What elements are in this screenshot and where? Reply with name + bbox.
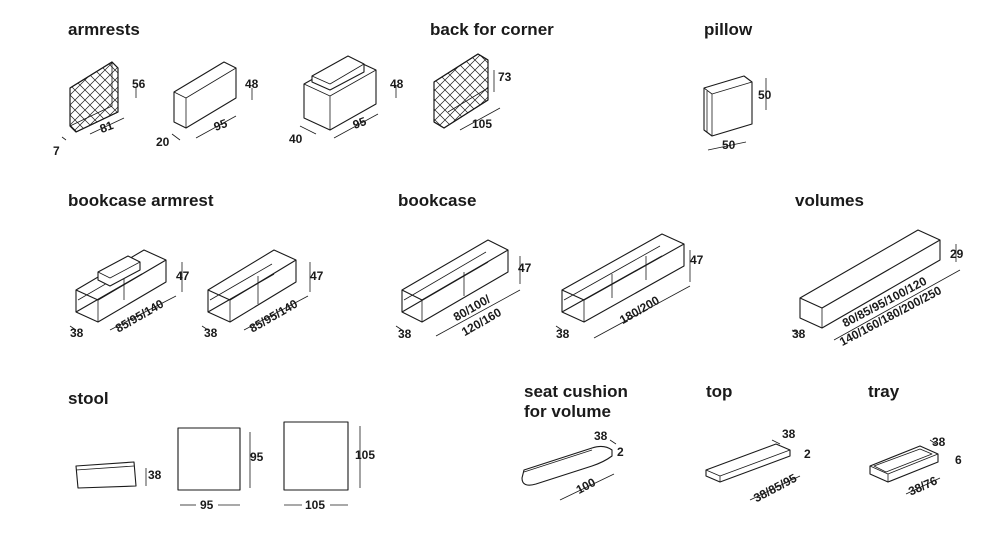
dim-stool2-width: 95: [200, 498, 214, 512]
dim-back-corner-width: 105: [472, 117, 493, 131]
dim-armrest1-depth: 7: [53, 144, 60, 158]
volumes-drawing: [791, 229, 961, 341]
dim-top-height: 2: [804, 447, 811, 461]
armrest-cushion-drawing: [299, 55, 397, 139]
armrests-title: armrests: [68, 20, 140, 39]
bookcase-armrest-2-drawing: [201, 249, 311, 331]
dim-top-depth: 38: [782, 427, 796, 441]
tray-drawing: [869, 439, 941, 495]
bookcase-2-drawing: [555, 233, 691, 339]
dim-stool2-height: 95: [250, 450, 264, 464]
dim-seat-cushion-depth: 38: [594, 429, 608, 443]
seat-cushion-drawing: [521, 439, 617, 501]
bookcase-1-drawing: [395, 239, 521, 337]
dim-bookcase-armrest2-depth: 38: [204, 326, 218, 340]
bookcase-title: bookcase: [398, 191, 477, 210]
stool-title: stool: [68, 389, 109, 408]
dim-bookcase2-height: 47: [690, 253, 704, 267]
dim-tray-height: 6: [955, 453, 962, 467]
armrest-slim-drawing: [171, 61, 253, 141]
stool-side-drawing: [75, 461, 147, 489]
dim-bookcase1-height: 47: [518, 261, 532, 275]
dim-armrest2-height: 48: [245, 77, 259, 91]
seat-cushion-title-line2: for volume: [524, 402, 611, 421]
pillow-title: pillow: [704, 20, 753, 39]
dim-bookcase-armrest1-height: 47: [176, 269, 190, 283]
dim-bookcase1-depth: 38: [398, 327, 412, 341]
back-corner-title: back for corner: [430, 20, 554, 39]
seat-cushion-title-line1: seat cushion: [524, 382, 628, 401]
dim-volumes-height: 29: [950, 247, 964, 261]
dim-armrest1-height: 56: [132, 77, 146, 91]
stool-105-drawing: [283, 421, 361, 506]
top-drawing: [705, 439, 801, 501]
dim-seat-cushion-height: 2: [617, 445, 624, 459]
dim-stool1-height: 38: [148, 468, 162, 482]
dim-armrest3-height: 48: [390, 77, 404, 91]
dim-tray-depth: 38: [932, 435, 946, 449]
pillow-drawing: [703, 75, 767, 151]
dim-stool3-width: 105: [305, 498, 326, 512]
tray-title: tray: [868, 382, 900, 401]
dim-bookcase-armrest2-height: 47: [310, 269, 324, 283]
dim-bookcase-armrest1-depth: 38: [70, 326, 84, 340]
dim-bookcase2-depth: 38: [556, 327, 570, 341]
back-corner-drawing: [433, 53, 501, 131]
top-title: top: [706, 382, 733, 401]
bookcase-armrest-1-drawing: [69, 249, 183, 331]
dim-back-corner-height: 73: [498, 70, 512, 84]
dim-armrest3-depth: 40: [289, 132, 303, 146]
dim-pillow-width: 50: [722, 138, 736, 152]
dim-armrest2-depth: 20: [156, 135, 170, 149]
stool-95-drawing: [177, 427, 251, 506]
volumes-title: volumes: [795, 191, 864, 210]
dim-volumes-depth: 38: [792, 327, 806, 341]
bookcase-armrest-title: bookcase armrest: [68, 191, 214, 210]
dim-stool3-height: 105: [355, 448, 376, 462]
dim-pillow-height: 50: [758, 88, 772, 102]
armrest-quilted-drawing: [61, 61, 137, 141]
